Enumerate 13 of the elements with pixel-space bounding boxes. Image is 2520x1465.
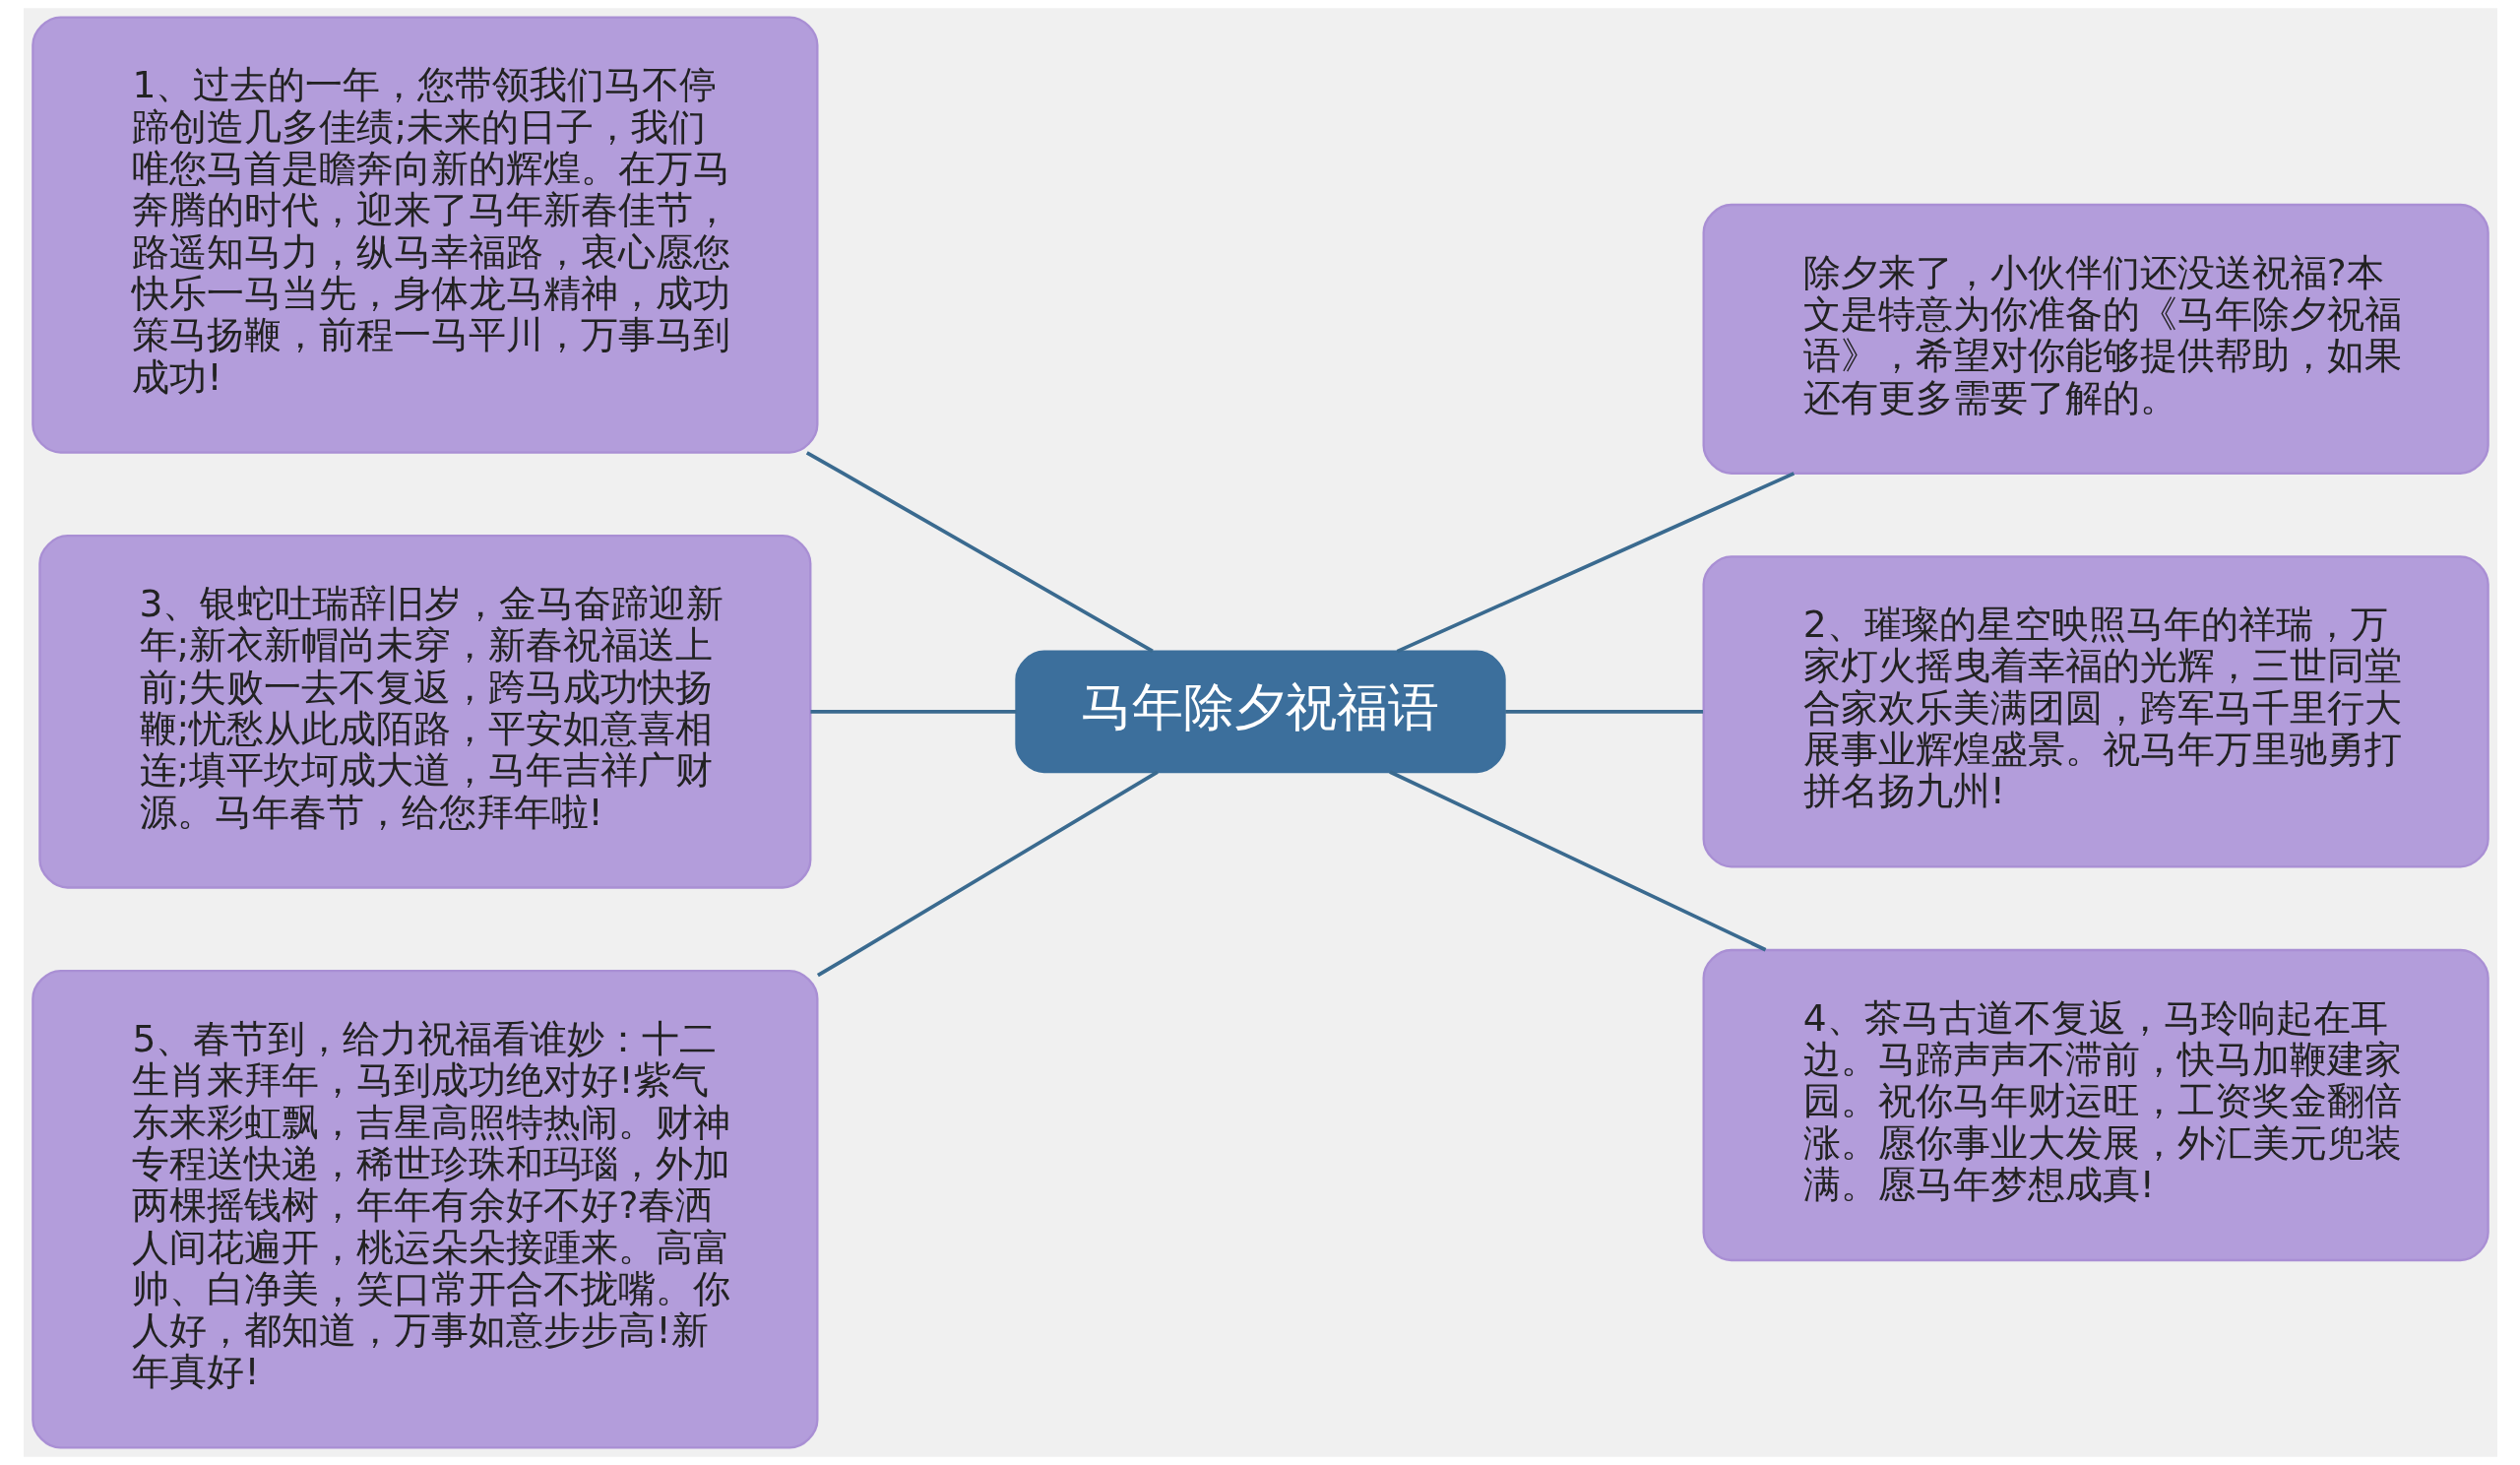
- connector: [816, 770, 1159, 978]
- connector: [805, 451, 1154, 653]
- node-box: 2、璀璨的星空映照马年的祥瑞，万家灯火摇曳着幸福的光辉，三世同堂合家欢乐美满团圆，跨军马千里行大展事业辉煌盛景。祝马年万里驰勇打拼名扬九州!: [1702, 555, 2489, 868]
- connector: [1396, 472, 1795, 654]
- node-box: 除夕来了，小伙伴们还没送祝福?本文是特意为你准备的《马年除夕祝福语》，希望对你能够提供帮助，如果还有更多需要了解的。: [1702, 203, 2489, 475]
- node-box: 马年除夕祝福语: [1014, 650, 1506, 774]
- connector: [1504, 709, 1703, 714]
- node-box: 4、茶马古道不复返，马玲响起在耳边。马蹄声声不滞前，快马加鞭建家园。祝你马年财运旺，工资奖金翻倍涨。愿你事业大发展，外汇美元兜装满。愿马年梦想成真!: [1702, 948, 2489, 1262]
- connector: [809, 709, 1016, 714]
- node-box: 3、银蛇吐瑞辞旧岁，金马奋蹄迎新年;新衣新帽尚未穿，新春祝福送上前;失败一去不复返，跨马成功快扬鞭;忧愁从此成陌路，平安如意喜相连;填平坎坷成大道，马年吉祥广财源。马年春节，给您拜年啦!: [37, 535, 811, 889]
- node-box: 1、过去的一年，您带领我们马不停蹄创造几多佳绩;未来的日子，我们唯您马首是瞻奔向新的辉煌。在万马奔腾的时代，迎来了马年新春佳节，路遥知马力，纵马幸福路，衷心愿您快乐一马当先，身体龙马精神，成功策马扬鞭，前程一马平川，万事马到成功!: [31, 16, 818, 454]
- connector: [1388, 770, 1766, 952]
- node-box: 5、春节到，给力祝福看谁妙：十二生肖来拜年，马到成功绝对好!紫气东来彩虹飘，吉星高照特热闹。财神专程送快递，稀世珍珠和玛瑙，外加两棵摇钱树，年年有余好不好?春洒人间花遍开，桃运朵朵接踵来。高富帅、白净美，笑口常开合不拢嘴。你人好，都知道，万事如意步步高!新年真好!: [31, 969, 818, 1449]
